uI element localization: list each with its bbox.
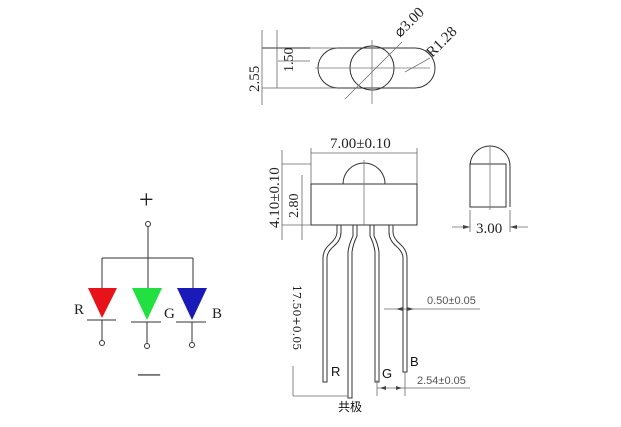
diode-r [88,288,117,318]
pin-label-r: R [331,364,340,379]
dim-height-inner: 1.50 [282,48,297,73]
dim-total-height: 4.10±0.10 [267,167,283,228]
diode-g [132,288,162,320]
dim-lead-pitch: 2.54±0.05 [417,375,466,387]
schematic: + R G B — [74,185,222,385]
dim-lead-length: 17.50+0.05 [290,285,303,350]
anode-terminal [145,221,151,227]
pin-label-common: 共极 [338,400,362,414]
top-view-outline [317,47,436,89]
side-view: 3.00 [452,145,528,237]
pin-label-g: G [382,366,392,381]
dim-height-outer: 2.55 [247,66,263,92]
diode-b [177,288,207,320]
diameter-leader [344,41,403,100]
plus-label: + [139,185,154,214]
lead-g [369,225,380,383]
dim-diameter: ⌀3.00 [392,5,428,41]
lead-b [388,225,408,373]
lead-common [347,225,358,399]
side-view-body [469,163,507,208]
dim-width: 7.00±0.10 [330,136,391,152]
lead-r [322,225,342,383]
minus-label: — [137,360,161,385]
front-view: 7.00±0.10 4.10±0.10 2.80 17.50+0.05 0.50… [267,136,480,414]
radius-leader [404,57,431,73]
pin-label-b: B [410,354,419,369]
diode-label-g: G [164,306,175,322]
top-view: 2.55 1.50 ⌀3.00 R1.28 [247,5,460,105]
diode-label-b: B [212,306,222,322]
diode-label-r: R [74,302,84,318]
dim-body-height: 2.80 [287,194,302,219]
dim-lead-width: 0.50±0.05 [427,295,476,307]
dim-depth: 3.00 [476,221,502,237]
dim-radius: R1.28 [424,24,461,61]
